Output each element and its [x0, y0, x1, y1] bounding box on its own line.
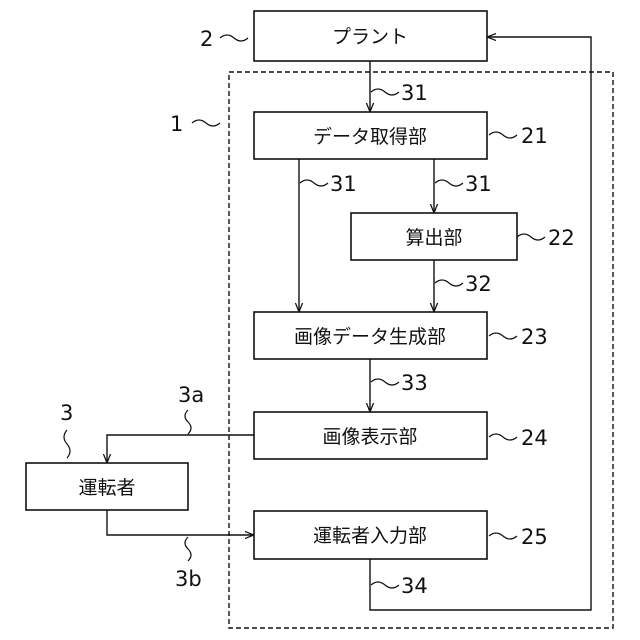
data-acquisition-label: データ取得部: [313, 126, 427, 148]
leader-calculation: [517, 234, 545, 240]
ref-flow-calculation-to-generation: 32: [465, 272, 492, 296]
ref-calculation: 22: [548, 226, 575, 250]
ref-flow-acquisition-to-calculation: 31: [465, 172, 492, 196]
leader-flow-31-top: [371, 89, 399, 95]
leader-plant: [220, 35, 248, 41]
calculation-label: 算出部: [405, 227, 462, 249]
leader-flow-34: [371, 582, 399, 588]
leader-display: [489, 434, 517, 440]
ref-image-data-generation: 23: [521, 325, 548, 349]
leader-device: [192, 120, 220, 126]
ref-image-display: 24: [521, 426, 548, 450]
operator-input-label: 運転者入力部: [313, 525, 427, 547]
ref-data-acquisition: 21: [521, 124, 548, 148]
leader-flow-31-left: [300, 180, 328, 186]
ref-device: 1: [170, 112, 183, 136]
leader-flow-3a: [185, 410, 191, 434]
image-data-generation-label: 画像データ生成部: [294, 326, 446, 348]
leader-flow-33: [371, 379, 399, 385]
image-display-label: 画像表示部: [322, 426, 417, 448]
leader-acquisition: [489, 132, 517, 138]
ref-flow-plant-to-acquisition: 31: [401, 81, 428, 105]
leader-flow-32: [435, 280, 463, 286]
ref-flow-generation-to-display: 33: [401, 371, 428, 395]
ref-flow-operator-to-input: 3b: [175, 567, 202, 591]
ref-operator-input: 25: [521, 525, 548, 549]
leader-input: [489, 533, 517, 539]
leader-flow-31-right: [435, 180, 463, 186]
arrow-operator-to-input: [107, 510, 253, 535]
ref-flow-input-to-plant: 34: [401, 574, 428, 598]
ref-plant: 2: [200, 27, 213, 51]
leader-generation: [489, 333, 517, 339]
leader-operator: [64, 430, 70, 458]
arrow-display-to-operator: [107, 435, 254, 462]
operator-label: 運転者: [78, 477, 135, 499]
ref-flow-acquisition-to-generation: 31: [330, 172, 357, 196]
plant-label: プラント: [332, 26, 408, 48]
leader-flow-3b: [185, 537, 191, 561]
ref-operator: 3: [60, 401, 73, 425]
ref-flow-display-to-operator: 3a: [178, 383, 204, 407]
